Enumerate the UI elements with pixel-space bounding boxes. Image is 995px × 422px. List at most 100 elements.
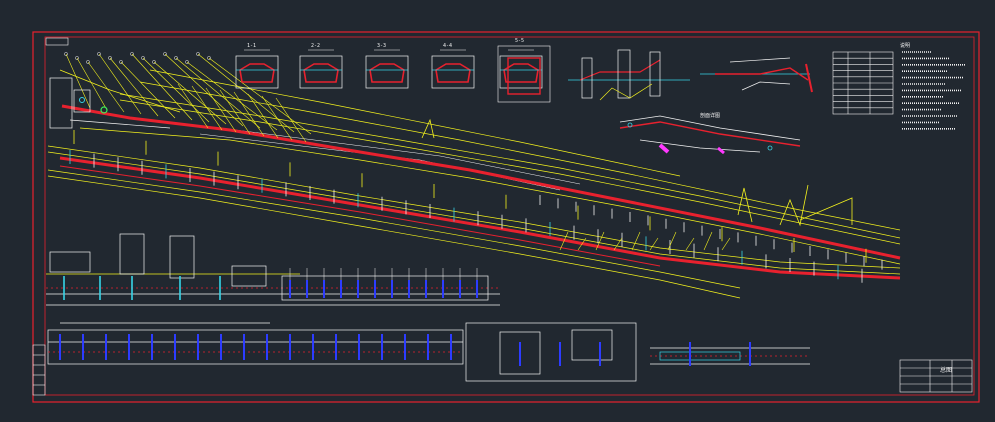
- leader-line: [164, 53, 244, 127]
- leader-bubble: [207, 56, 211, 60]
- section-heading-label: 1-1: [247, 43, 256, 49]
- section-heading-label: 5-5: [515, 38, 524, 44]
- spike-callout: [799, 197, 853, 225]
- sketch-pier: [649, 51, 661, 97]
- profile-sketch: [619, 115, 801, 155]
- upper-left-detail: [49, 69, 181, 129]
- leader-bubble: [130, 52, 134, 56]
- detail-polyline: [69, 119, 171, 129]
- zigzag-callouts: [421, 118, 853, 227]
- leader-line: [703, 231, 713, 251]
- leader-line: [613, 237, 623, 251]
- magenta-marker: [658, 143, 670, 154]
- sketch-leader: [599, 83, 653, 101]
- leader-line: [131, 53, 193, 121]
- leader-bubble: [141, 56, 145, 60]
- section-outline: [235, 55, 279, 89]
- notes-tables: [832, 51, 966, 130]
- section-heading-label: 剖面详图: [700, 112, 720, 119]
- leader-line: [233, 91, 265, 137]
- legend-table-rows: [833, 57, 893, 109]
- survey-marker: [627, 122, 633, 128]
- alignment-line: [149, 69, 681, 177]
- leader-line: [631, 231, 641, 251]
- title-block-title: 总图: [940, 366, 952, 374]
- lower-track-red-thin: [59, 165, 661, 267]
- frame-inner-border: [44, 36, 975, 396]
- alignment-line: [119, 93, 901, 239]
- spike-callout: [737, 187, 753, 223]
- leader-line: [186, 61, 278, 131]
- leader-line: [595, 231, 605, 251]
- leader-line: [87, 61, 125, 113]
- leader-line: [65, 53, 91, 109]
- drawing-frame: [32, 31, 980, 403]
- section-red-profile: [503, 63, 539, 83]
- detail-box: [49, 77, 73, 129]
- track-centre-lines: [59, 104, 901, 280]
- sketch-dimension: [741, 81, 791, 91]
- leader-line: [76, 57, 108, 111]
- leader-line: [685, 237, 695, 251]
- leader-bubble: [86, 60, 90, 64]
- annotation-leaders: [64, 52, 731, 251]
- leader-line: [205, 87, 237, 133]
- title-block: 总图: [899, 359, 973, 393]
- profile-line-red: [619, 121, 801, 147]
- alignment-line: [79, 127, 901, 265]
- section-heading-label: 4-4: [443, 43, 452, 49]
- leader-bubble: [75, 56, 79, 60]
- leader-line: [98, 53, 142, 115]
- elevation-block: [49, 251, 91, 273]
- section-outline: [499, 55, 543, 89]
- elevation-long-box: [281, 275, 489, 301]
- sketch-profile: [805, 63, 813, 93]
- sketch-profile: [715, 67, 809, 81]
- leader-line: [559, 231, 569, 251]
- alignment-line: [47, 169, 741, 289]
- leader-bubble: [196, 52, 200, 56]
- leader-line: [247, 93, 279, 139]
- station-ticks: [69, 130, 883, 283]
- section-red-profile: [239, 63, 275, 83]
- leader-line: [721, 237, 731, 251]
- header-tag-box: [45, 37, 69, 46]
- plan-alignment-lines: [47, 69, 901, 299]
- section-red-profile: [507, 57, 541, 95]
- elevation-block: [169, 235, 195, 279]
- binding-strip: [32, 37, 69, 396]
- cross-section-row: [235, 45, 551, 103]
- section-red-profile: [435, 63, 471, 83]
- profile-line: [639, 139, 761, 153]
- elevation-section-box: [465, 322, 637, 382]
- detail-box: [73, 89, 91, 113]
- survey-marker: [767, 145, 773, 151]
- detail-polyline: [59, 69, 181, 113]
- leader-line: [261, 95, 293, 141]
- alignment-line: [47, 151, 901, 275]
- leader-line: [191, 85, 223, 131]
- section-outline: [365, 55, 409, 89]
- sketch-dimension: [729, 57, 791, 63]
- leader-bubble: [64, 52, 68, 56]
- alignment-line: [119, 99, 901, 245]
- section-outline: [299, 55, 343, 89]
- binding-strip-box: [32, 344, 46, 396]
- frame-outer-border: [32, 31, 980, 403]
- elevation-blue-posts: [59, 334, 751, 366]
- leader-line: [208, 57, 312, 135]
- alignment-line: [47, 145, 901, 269]
- spike-callout: [421, 118, 435, 139]
- leader-line: [177, 83, 209, 129]
- leader-line: [667, 231, 677, 251]
- elevation-lower-strip: [47, 322, 810, 382]
- survey-marker: [79, 97, 85, 103]
- section-red-profile: [303, 63, 339, 83]
- elevation-long-box: [47, 329, 464, 365]
- leader-line: [577, 237, 587, 251]
- leader-line: [649, 237, 659, 251]
- notes-text-lines: [902, 51, 966, 130]
